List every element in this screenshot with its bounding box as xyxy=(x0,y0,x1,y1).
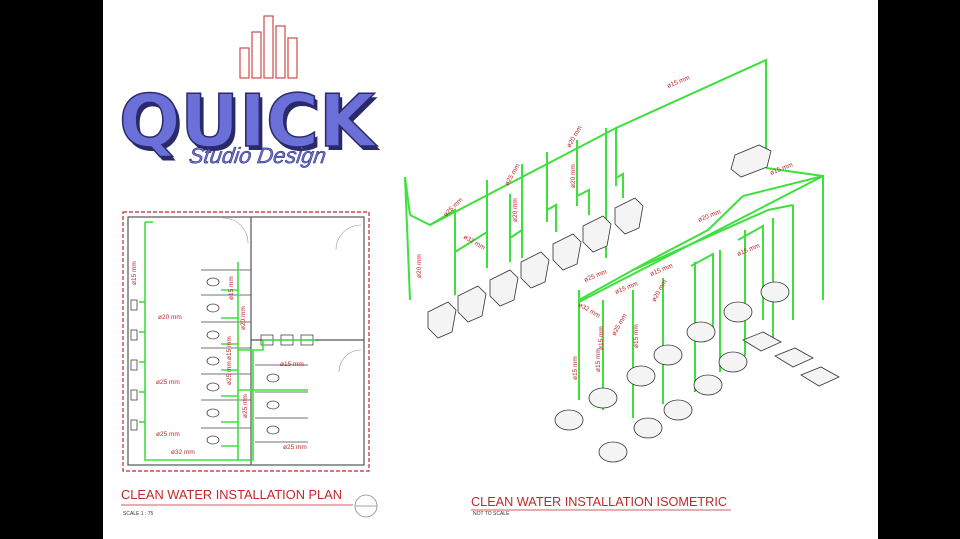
iso-label-10: ø20 mm xyxy=(697,208,722,223)
logo-word: QUICK xyxy=(119,79,377,163)
plan-label-1: ø15 mm xyxy=(131,261,138,285)
iso-label-18: ø15 mm xyxy=(572,356,579,380)
iso-label-19: ø15 mm xyxy=(595,348,602,372)
drawing-sheet: QUICK QUICK Studio Design xyxy=(103,0,878,539)
plan-label-2: ø20 mm xyxy=(158,314,182,321)
plan-title: CLEAN WATER INSTALLATION PLAN xyxy=(121,488,342,502)
iso-label-4: ø25 mm xyxy=(504,163,522,187)
plan-label-6: ø15 mm xyxy=(228,276,235,300)
plan-pipe-labels: ø15 mm ø20 mm ø25 mm ø25 mm ø32 mm ø15 m… xyxy=(131,261,307,456)
iso-label-6: ø25 mm xyxy=(442,197,464,219)
plan-label-10: ø25 mm xyxy=(242,394,249,418)
iso-label-11: ø15 mm xyxy=(736,242,761,257)
plan-label-11: ø15 mm xyxy=(280,361,304,368)
plan-scale: SCALE 1 : 75 xyxy=(123,511,154,517)
iso-subtitle: NOT TO SCALE xyxy=(473,511,510,517)
logo-tagline: Studio Design xyxy=(187,143,327,168)
iso-label-9: ø15 mm xyxy=(769,161,794,176)
iso-label-16: ø32 mm xyxy=(577,302,601,320)
company-logo: QUICK QUICK Studio Design xyxy=(118,15,380,168)
iso-title: CLEAN WATER INSTALLATION ISOMETRIC xyxy=(471,495,727,509)
iso-label-7: ø32 mm xyxy=(462,234,486,252)
plan-label-8: ø20 mm xyxy=(240,306,247,330)
plan-label-5: ø32 mm xyxy=(171,449,195,456)
drawing-canvas: QUICK QUICK Studio Design xyxy=(118,15,840,518)
iso-fixtures xyxy=(427,144,840,463)
plan-label-12: ø25 mm xyxy=(283,444,307,451)
logo-building-bars xyxy=(239,15,298,79)
plan-label-4: ø25 mm xyxy=(156,431,180,438)
iso-label-5: ø20 mm xyxy=(512,198,519,222)
plan-view: ø15 mm ø20 mm ø25 mm ø25 mm ø32 mm ø15 m… xyxy=(121,211,378,518)
iso-label-17: ø25 mm xyxy=(611,313,629,337)
isometric-view: ø15 mm ø20 mm ø20 mm ø25 mm ø20 mm ø25 m… xyxy=(404,58,840,517)
iso-label-15: ø20 mm xyxy=(651,279,669,303)
iso-label-21: ø15 mm xyxy=(598,326,605,350)
plan-label-3: ø25 mm xyxy=(156,379,180,386)
iso-label-20: ø15 mm xyxy=(633,324,640,348)
logo-word-shadow: QUICK xyxy=(122,83,380,167)
plan-border xyxy=(122,211,370,472)
plan-pipes xyxy=(139,221,315,461)
north-symbol xyxy=(354,494,378,518)
plan-cubicles xyxy=(130,269,314,445)
iso-label-3: ø20 mm xyxy=(570,164,577,188)
iso-label-8: ø20 mm xyxy=(416,254,423,278)
plan-label-9: ø25 mm xyxy=(226,361,233,385)
iso-label-1: ø15 mm xyxy=(666,74,691,89)
plan-label-7: ø15 mm xyxy=(226,336,233,360)
iso-label-12: ø25 mm xyxy=(583,268,608,283)
